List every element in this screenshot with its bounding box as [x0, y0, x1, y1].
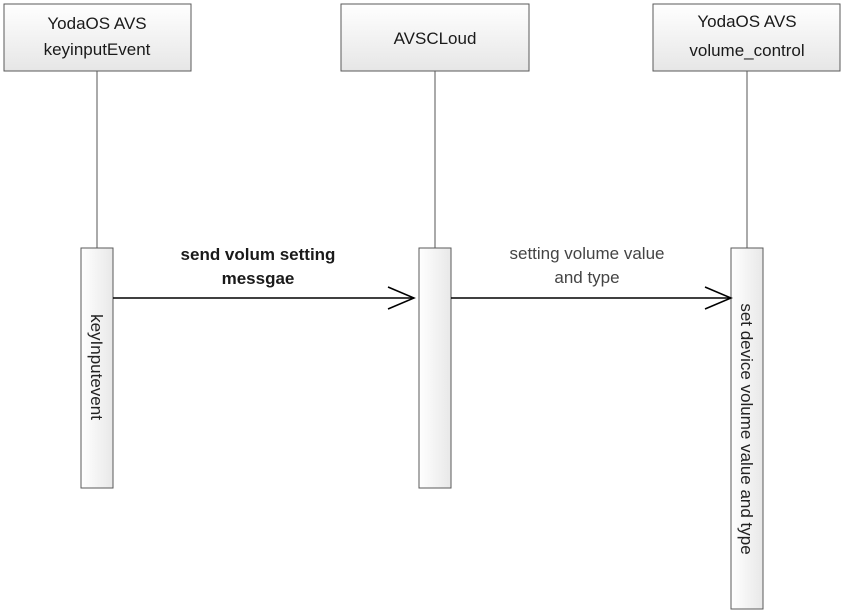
- message-2-label-line1: setting volume value: [510, 244, 665, 263]
- activation-keyinput-label: keyInputevent: [87, 314, 106, 420]
- participant-keyinput-line1: YodaOS AVS: [47, 14, 146, 33]
- participant-keyinput: YodaOS AVS keyinputEvent: [3, 3, 192, 72]
- activation-avscloud: [418, 247, 452, 489]
- participant-avscloud: AVSCLoud: [340, 3, 530, 72]
- activation-volume: set device volume value and type: [730, 247, 764, 610]
- participant-volume: YodaOS AVS volume_control: [652, 3, 841, 72]
- message-1-label-line1: send volum setting: [181, 245, 336, 264]
- participant-avscloud-line1: AVSCLoud: [394, 29, 477, 48]
- message-setting-volume-value: setting volume value and type: [451, 244, 733, 310]
- activation-keyinput: keyInputevent: [80, 247, 114, 489]
- message-2-arrowhead: [704, 286, 733, 310]
- participant-volume-line1: YodaOS AVS: [697, 12, 796, 31]
- message-1-label-line2: messgae: [222, 269, 295, 288]
- message-send-volume-setting: send volum setting messgae: [113, 245, 416, 310]
- participant-keyinput-line2: keyinputEvent: [44, 40, 151, 59]
- message-1-arrowhead: [387, 286, 416, 310]
- message-2-label-line2: and type: [554, 268, 619, 287]
- activation-volume-label: set device volume value and type: [737, 303, 756, 554]
- participant-volume-line2: volume_control: [689, 41, 804, 60]
